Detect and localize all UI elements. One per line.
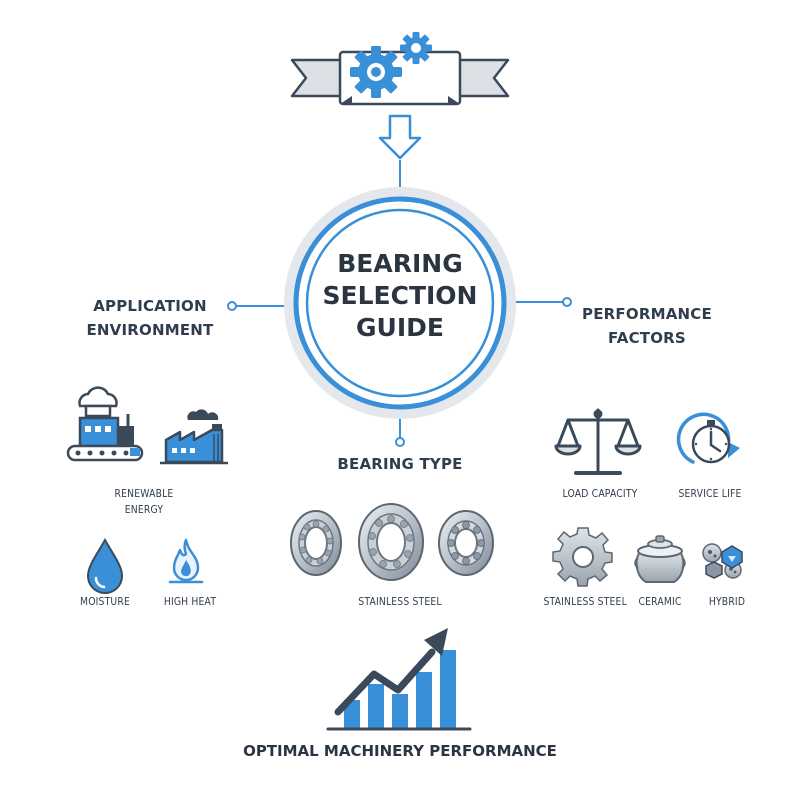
food-factory-icon	[66, 386, 144, 462]
stainless-steel-label: STAINLESS STEEL	[543, 596, 627, 608]
moisture-label: MOISTURE	[80, 596, 130, 608]
hub-title-line-1: BEARING	[337, 249, 463, 278]
hub-title-line-3: GUIDE	[356, 313, 444, 342]
water-drop-icon	[86, 537, 124, 594]
bearing-type-label: BEARING TYPE	[337, 455, 463, 473]
application-line-2: ENVIRONMENT	[86, 321, 214, 339]
hybrid-balls-icon	[702, 543, 743, 579]
renewable-line-1: RENEWABLE	[114, 488, 174, 500]
factory-icon	[160, 409, 228, 465]
performance-line-2: FACTORS	[608, 329, 686, 347]
connector-lines	[236, 160, 563, 438]
stainless-steel-type-label: STAINLESS STEEL	[358, 596, 442, 608]
renewable-energy-label: RENEWABLE ENERGY	[100, 486, 188, 518]
performance-factors-label: PERFORMANCE FACTORS	[572, 302, 722, 350]
service-life-label: SERVICE LIFE	[678, 488, 742, 500]
stopwatch-icon	[676, 412, 740, 464]
balance-scale-icon	[554, 408, 642, 475]
renewable-line-2: ENERGY	[124, 504, 164, 516]
ceramic-pot-icon	[634, 535, 686, 583]
ball-bearing-icon	[290, 503, 494, 581]
high-heat-label: HIGH HEAT	[163, 596, 217, 608]
growth-chart-icon	[326, 628, 472, 731]
load-capacity-label: LOAD CAPACITY	[562, 488, 638, 500]
outcome-title: OPTIMAL MACHINERY PERFORMANCE	[243, 742, 557, 760]
down-arrow-icon	[378, 114, 422, 160]
application-environment-label: APPLICATION ENVIRONMENT	[70, 294, 230, 342]
hub-circle	[284, 187, 516, 419]
application-line-1: APPLICATION	[93, 297, 207, 315]
gears-banner-icon	[290, 32, 510, 106]
hybrid-label: HYBRID	[708, 596, 746, 608]
connector-dots	[227, 297, 572, 447]
hub-title-line-2: SELECTION	[322, 281, 478, 310]
performance-line-1: PERFORMANCE	[582, 305, 712, 323]
flame-icon	[168, 538, 204, 584]
hub-title: BEARING SELECTION GUIDE	[300, 248, 500, 344]
ceramic-label: CERAMIC	[638, 596, 682, 608]
gear-icon	[552, 527, 613, 587]
